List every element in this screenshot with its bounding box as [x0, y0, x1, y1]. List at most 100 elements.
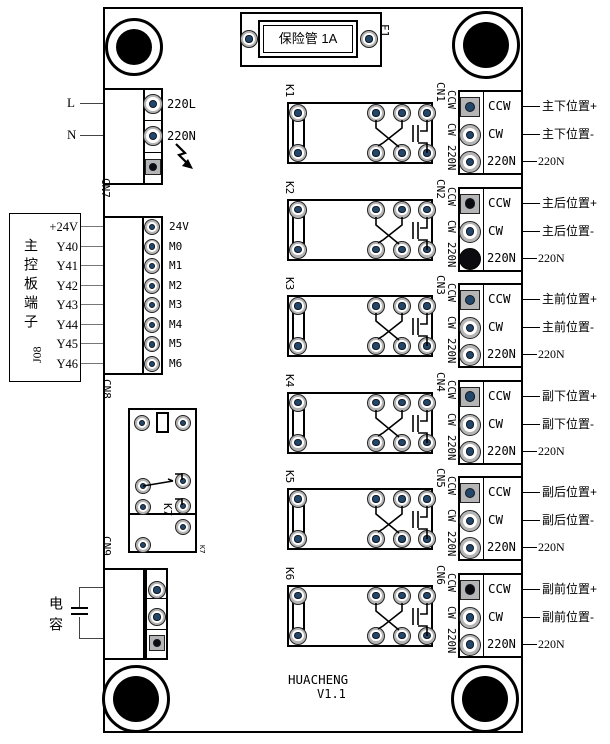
cn8-pin-label: M3: [169, 298, 183, 312]
terminal-label-ccw: CCW: [488, 580, 511, 596]
controller-pin-label: Y42: [56, 278, 78, 293]
terminal-pad-ccw: [460, 386, 480, 407]
terminal-pad-cw: [459, 413, 481, 436]
terminal-pad-ccw: [460, 290, 480, 310]
relay-contact-symbol: [375, 120, 428, 153]
relay-pad: [418, 200, 436, 219]
terminal-pad-cw: [459, 124, 481, 146]
cn8-pad-column: [142, 216, 163, 375]
capacitor-pad: [148, 581, 166, 599]
terminal-label-220n: 220N: [487, 636, 516, 651]
controller-pin-label: +24V: [49, 220, 78, 234]
lightning-arrow-icon: [175, 143, 193, 169]
pad-label-220n: 220N: [167, 129, 196, 143]
capacitor-connector: [103, 568, 145, 660]
relay-pad: [289, 626, 307, 645]
relay-output-row: K1 CN1 CCW CW 220N CCW CW: [0, 82, 610, 186]
controller-pin-row: Y44 M4: [0, 316, 610, 334]
relay-coil: [292, 505, 305, 533]
relay-contact-symbol: [375, 313, 428, 346]
relay-pad: [367, 433, 385, 452]
cn-pin-label-cw: CW: [445, 509, 457, 522]
relay-ref-label: K4: [283, 373, 296, 387]
relay-pad: [367, 586, 385, 605]
cn8-pad: [144, 219, 160, 235]
cn-pin-label-220n: 220N: [445, 627, 457, 653]
relay-pad: [289, 240, 307, 259]
relay-pad: [289, 337, 307, 355]
k7-pad: [175, 519, 191, 535]
terminal-label-220n: 220N: [487, 250, 516, 265]
ext-label-minus: 主前位置-: [542, 320, 594, 334]
terminal-label-cw: CW: [488, 222, 504, 238]
ext-label-minus: 副下位置-: [542, 416, 594, 431]
capacitor-pad: [148, 608, 166, 626]
ext-label-plus: 副后位置+: [542, 485, 598, 499]
ext-label-220n: 220N: [538, 443, 565, 458]
ext-label-minus: 主下位置-: [542, 127, 594, 141]
relay-pad: [393, 626, 411, 645]
relay-pad: [418, 490, 436, 508]
relay-ref-label: K5: [283, 470, 296, 484]
mounting-hole-bottom-left: [102, 665, 170, 733]
relay-coil: [292, 601, 305, 630]
terminal-pad-220n: [459, 440, 481, 463]
fuse-pad-left: [240, 30, 258, 48]
terminal-label-220n: 220N: [487, 154, 516, 168]
cn-pin-label-220n: 220N: [445, 145, 457, 171]
controller-terminal-box: [9, 213, 81, 382]
controller-title: 主控板端子: [23, 238, 39, 333]
mounting-hole-top-right: [452, 11, 520, 79]
cn8-pad: [144, 238, 160, 255]
cn8-pad: [144, 277, 160, 294]
controller-pin-row: Y41 M1: [0, 258, 610, 275]
terminal-label-ccw: CCW: [488, 98, 511, 113]
controller-pin-row: +24V 24V: [0, 219, 610, 236]
ext-label-minus: 主后位置-: [542, 223, 594, 238]
relay-pad: [367, 530, 385, 548]
ext-label-minus: 副后位置-: [542, 513, 594, 527]
controller-pin-label: Y43: [56, 298, 78, 313]
cn8-pad: [144, 355, 160, 372]
k7-pad: [175, 415, 191, 431]
controller-pin-label: Y40: [56, 239, 78, 254]
cn-pin-label-220n: 220N: [445, 434, 457, 460]
k7-pad: [134, 415, 150, 431]
ext-label-220n: 220N: [538, 250, 565, 265]
relay-output-row: K2 CN2 CCW CW 220N CCW CW: [0, 179, 610, 283]
version-text: V1.1: [317, 687, 346, 701]
terminal-pad-cw: [459, 606, 481, 629]
cn8-pin-label: M1: [169, 259, 183, 273]
ext-label-plus: 副下位置+: [542, 388, 598, 403]
terminal-pad-cw: [459, 510, 481, 532]
ext-label-plus: 主后位置+: [542, 195, 598, 210]
controller-pin-label: Y45: [56, 337, 78, 352]
cn8-pad: [144, 336, 160, 353]
terminal-label-220n: 220N: [487, 540, 516, 554]
ext-label-plus: 主下位置+: [542, 99, 598, 113]
terminal-label-cw: CW: [488, 608, 504, 624]
ext-label-plus: 主前位置+: [542, 292, 598, 306]
relay-pad: [289, 144, 307, 162]
capacitor-plate: [71, 607, 88, 609]
cn8-pin-label: M4: [169, 317, 183, 331]
capacitor-label: 电容: [48, 596, 64, 638]
controller-pin-row: Y40 M0: [0, 238, 610, 256]
terminal-pad-ccw: [460, 97, 480, 117]
ext-label-220n: 220N: [538, 636, 565, 651]
terminal-pad-220n: [459, 151, 481, 173]
cn-pin-label-cw: CW: [445, 412, 457, 426]
capacitor-pad: [149, 635, 165, 651]
relay-pad: [367, 240, 385, 259]
relay-pad: [289, 490, 307, 508]
k7-pad: [135, 537, 151, 553]
relay-output-row: K5 CN5 CCW CW 220N CCW CW: [0, 468, 610, 572]
relay-pad: [393, 144, 411, 162]
cn8-pin-label: M6: [169, 356, 183, 370]
ext-label-220n: 220N: [538, 347, 565, 361]
line-l-label: L: [67, 95, 75, 110]
relay-pad: [367, 297, 385, 315]
cn-pin-label-ccw: CCW: [445, 186, 457, 206]
cn-pin-label-cw: CW: [445, 123, 457, 136]
